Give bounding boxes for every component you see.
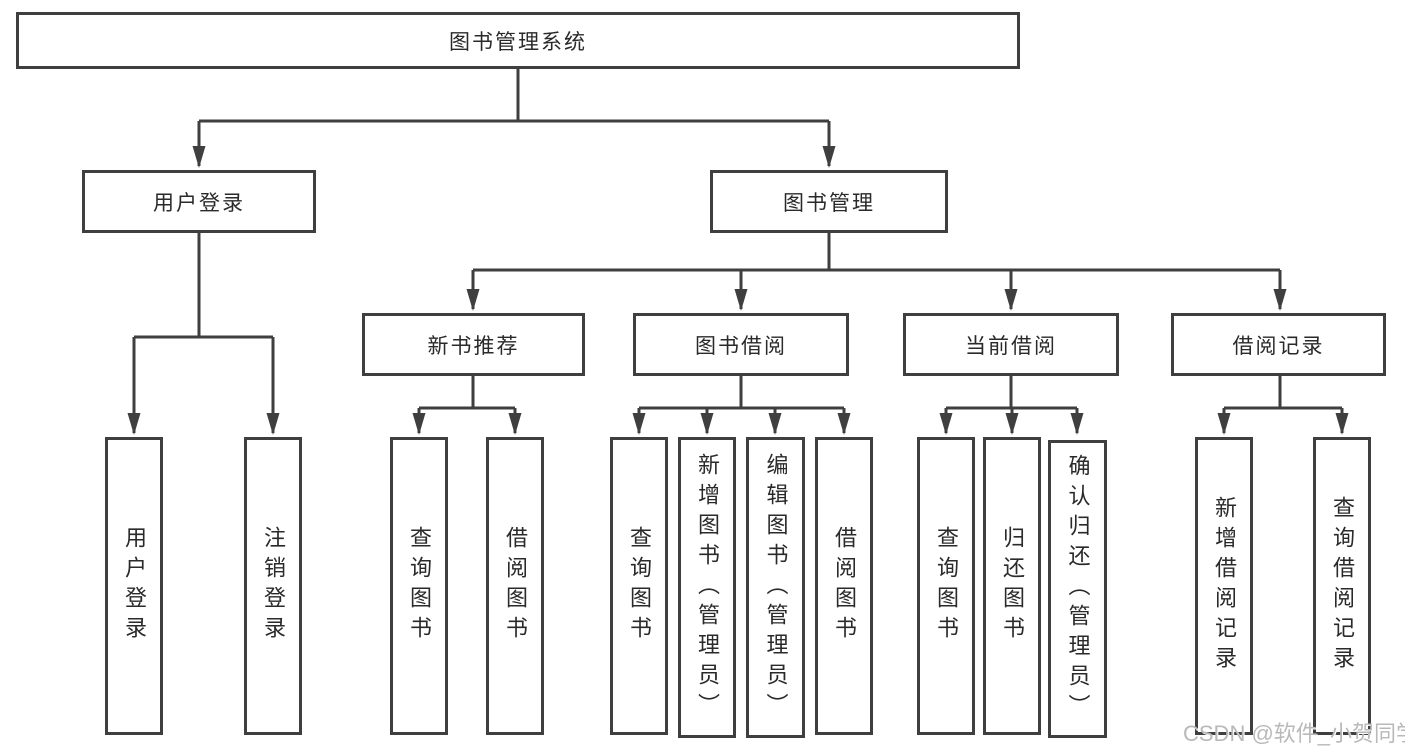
connector-records-trunk <box>1224 376 1342 410</box>
leaf-bb-edit-books-admin: 编辑图书（管理员） <box>746 437 805 738</box>
csdn-watermark: CSDN @软件_小贺同学 <box>1183 721 1405 746</box>
connector-currentborrow-trunk <box>946 376 1077 410</box>
node-book-management: 图书管理 <box>710 170 948 233</box>
leaf-bb-borrow-books: 借阅图书 <box>815 437 873 735</box>
leaf-cb-query-books: 查询图书 <box>917 437 975 735</box>
leaf-cb-return-books: 归还图书 <box>983 437 1041 735</box>
leaf-user-login: 用户登录 <box>105 437 163 735</box>
node-new-book-recommend: 新书推荐 <box>362 313 585 376</box>
leaf-nb-query-books: 查询图书 <box>390 437 448 735</box>
connector-bookborrow-trunk <box>639 376 844 410</box>
leaf-cb-confirm-return-admin: 确认归还（管理员） <box>1048 440 1107 738</box>
leaf-nb-borrow-books: 借阅图书 <box>486 437 544 735</box>
connector-userlogin-trunk <box>134 233 273 339</box>
connector-root-trunk <box>199 69 829 123</box>
connector-newbook-trunk <box>419 376 515 410</box>
node-system-root: 图书管理系统 <box>16 12 1020 69</box>
leaf-logout: 注销登录 <box>244 437 302 735</box>
node-current-borrow: 当前借阅 <box>903 313 1119 376</box>
node-user-login: 用户登录 <box>82 170 316 233</box>
leaf-br-add-record: 新增借阅记录 <box>1195 437 1253 735</box>
leaf-bb-query-books: 查询图书 <box>610 437 668 735</box>
leaf-bb-add-books-admin: 新增图书（管理员） <box>678 437 736 738</box>
node-book-borrow: 图书借阅 <box>633 313 849 376</box>
connector-bookmgmt-trunk <box>473 233 1280 272</box>
node-borrow-records: 借阅记录 <box>1171 313 1386 376</box>
leaf-br-query-record: 查询借阅记录 <box>1313 437 1371 735</box>
